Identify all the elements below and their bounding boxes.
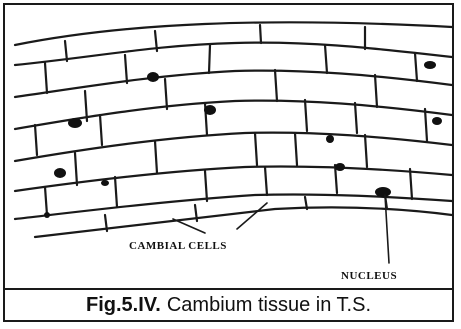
cell-wall [205,171,207,201]
nucleus-dot [68,118,82,128]
cell-wall [75,153,77,185]
nucleus-dot [335,163,345,171]
nucleus-dot [326,135,334,143]
cell-row-boundary [15,43,452,65]
cell-wall [275,70,277,101]
nucleus-dot [44,212,50,218]
cell-wall [355,103,357,133]
cell-wall [255,133,257,165]
cell-wall [209,45,210,73]
cell-wall [260,25,261,43]
cambial-cells-label: CAMBIAL CELLS [129,240,227,252]
cell-wall [410,169,412,199]
cell-row-boundary [15,133,452,161]
cell-wall [295,133,297,165]
figure-frame: CAMBIAL CELLS NUCLEUS Fig.5.IV. Cambium … [3,3,454,322]
cell-wall [375,75,377,107]
cambial-cells-leader [237,203,267,229]
cell-wall [65,41,67,61]
cell-wall [305,100,307,131]
cell-wall [265,167,267,195]
cell-wall [100,115,102,145]
cell-wall [325,45,327,73]
cell-row-boundary [15,166,452,191]
nucleus-dot [54,168,66,178]
cambial-cells-leader [173,219,205,233]
tissue-inner-boundary [35,207,452,237]
cell-wall [415,53,417,81]
cambium-tissue-drawing: CAMBIAL CELLS NUCLEUS [5,5,452,285]
nucleus-dot [147,72,159,82]
cell-wall [365,135,367,167]
figure-caption-text: Cambium tissue in T.S. [167,294,371,317]
cell-wall [165,79,167,109]
cell-wall [115,177,117,207]
cell-wall [125,55,127,83]
nucleus-dot [204,105,216,115]
figure-number: Fig.5.IV. [86,294,161,317]
nucleus-dot [375,187,391,197]
cell-wall [35,125,37,155]
cell-row-boundary [15,71,452,97]
cell-wall [425,109,427,141]
tissue-outer-boundary [15,22,452,45]
nucleus-dot [432,117,442,125]
cell-wall [45,187,47,215]
nucleus-dot [101,180,109,186]
figure-caption: Fig.5.IV. Cambium tissue in T.S. [5,288,452,320]
cell-wall [155,141,157,173]
cell-wall [45,63,47,93]
nucleus-dot [424,61,436,69]
nucleus-label: NUCLEUS [341,270,397,282]
